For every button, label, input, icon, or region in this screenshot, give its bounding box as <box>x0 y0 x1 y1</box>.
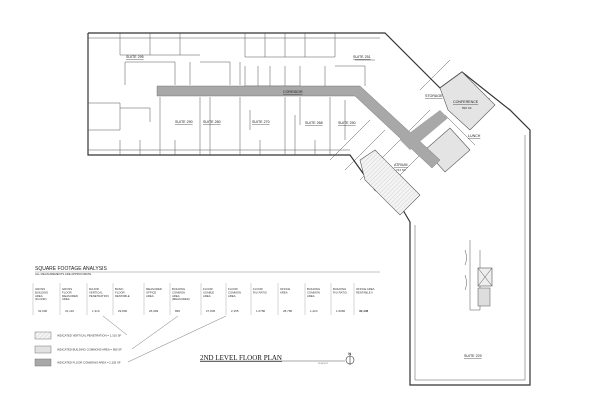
table-header: RENTABLE II <box>356 290 373 294</box>
legend-swatch-floor-commons <box>34 358 52 367</box>
interior-walls <box>88 33 493 311</box>
table-header: MEASURED <box>146 287 162 291</box>
table-header: AREA <box>228 294 236 298</box>
table-value: 31,110 <box>65 309 74 313</box>
table-header: BUILDING <box>333 287 346 291</box>
table-header: AREA <box>172 294 180 298</box>
table-value: 26,999 <box>149 309 159 313</box>
table-header: MAJOR <box>89 287 99 291</box>
legend-label: INDICATED FLOOR COMMONS AREA = 2,155 SF <box>57 361 121 365</box>
analysis-subtitle: ALL MEASUREMENTS ARE APPROXIMATE <box>35 272 91 276</box>
room-label-suite-290: SUITE 290 <box>175 120 193 124</box>
square-footage-analysis: SQUARE FOOTAGE ANALYSIS ALL MEASUREMENTS… <box>32 266 380 315</box>
table-header: BASIC <box>115 287 123 291</box>
north-arrow-icon: N <box>345 351 355 365</box>
legend-swatch-vertical-penetration <box>34 331 52 340</box>
legend-label: INDICATED BUILDING COMMONS AREA = 890 SF <box>57 348 122 352</box>
table-header: BUILDING <box>307 287 320 291</box>
legend-swatch-building-commons <box>34 345 52 354</box>
table-header: AREA <box>307 294 315 298</box>
table-header: FLOOR <box>253 287 263 291</box>
table-value: 1,224 <box>310 309 318 313</box>
table-header: FLOOR <box>228 287 238 291</box>
room-label-storage: STORAGE <box>425 94 443 98</box>
table-header: BUILDING <box>172 287 185 291</box>
table-header: FLOOR <box>62 290 72 294</box>
legend-label: INDICATED VERTICAL PENETRATION = 1,310 S… <box>57 334 121 338</box>
table-value: 1.0780 <box>256 309 266 313</box>
table-value: 32,000 <box>38 309 48 313</box>
legend: INDICATED VERTICAL PENETRATION = 1,310 S… <box>34 331 122 367</box>
analysis-table: GROSSBUILDINGAREA(FLOOR)32,000GROSSFLOOR… <box>32 283 375 315</box>
table-header: MEASURED <box>62 294 78 298</box>
table-value: 29,800 <box>118 309 128 313</box>
table-header: COMMON <box>307 290 320 294</box>
table-header: AREA <box>35 294 43 298</box>
room-label-suite-250: SUITE 250 <box>338 121 356 125</box>
plan-date: 10.30.2017 <box>318 363 329 365</box>
table-header: FLOOR <box>203 287 213 291</box>
room-label-suite-295: SUITE 295 <box>126 55 144 59</box>
table-value: 2,155 <box>231 309 239 313</box>
table-value: 1,310 <box>92 309 100 313</box>
table-header: USABLE <box>203 290 214 294</box>
table-header: R/U RATIO <box>253 290 268 294</box>
table-header: OFFICE AREA <box>356 287 375 291</box>
conference-area: 890 SF <box>462 106 472 110</box>
table-value: 30,448 <box>359 309 369 313</box>
table-header: OFFICE <box>280 287 290 291</box>
plan-title: 2ND LEVEL FLOOR PLAN <box>200 354 282 362</box>
table-header: FLOOR <box>115 290 125 294</box>
table-header: AREA <box>203 294 211 298</box>
conference-room <box>439 71 496 131</box>
table-header: PENETRATION <box>89 294 109 298</box>
table-header: (FLOOR) <box>35 297 47 301</box>
table-header: R/U RATIO <box>333 290 348 294</box>
table-header: RENTABLE <box>115 294 130 298</box>
table-value: 890 <box>175 309 180 313</box>
room-label-suite-270: SUITE 270 <box>252 120 270 124</box>
room-label-suite-268: SUITE 268 <box>305 121 323 125</box>
table-header: OFFICE <box>146 290 156 294</box>
table-header: GROSS <box>35 287 45 291</box>
table-header: BUILDING <box>35 290 48 294</box>
north-label: N <box>348 351 351 356</box>
room-label-suite-251: SUITE 251 <box>353 55 371 59</box>
table-value: 1.0960 <box>336 309 346 313</box>
table-header: AREA <box>62 297 70 301</box>
room-label-suite-280: SUITE 280 <box>203 120 221 124</box>
common-areas <box>156 71 496 216</box>
room-label-atrium: ATRIUM <box>394 163 408 167</box>
leader-lines <box>102 315 227 363</box>
table-header: AREA <box>280 290 288 294</box>
corridor-area <box>156 85 441 169</box>
title-block: 2ND LEVEL FLOOR PLAN 10.30.2017 N <box>200 351 355 365</box>
table-value: 28,786 <box>283 309 293 313</box>
analysis-title: SQUARE FOOTAGE ANALYSIS <box>35 266 107 272</box>
table-header: COMMON <box>228 290 241 294</box>
room-label-conference: CONFERENCE <box>453 100 479 104</box>
room-label-corridor: CORRIDOR <box>283 90 303 94</box>
lobby-corridor <box>400 110 448 150</box>
atrium-area <box>359 149 421 216</box>
table-header: COMMON <box>172 290 185 294</box>
table-value: 27,845 <box>206 309 216 313</box>
table-header: (MEASURED) <box>172 297 190 301</box>
atrium-area-value: 744 SF <box>396 168 406 172</box>
room-labels: SUITE 295 SUITE 251 CORRIDOR SUITE 290 S… <box>126 55 482 358</box>
table-header: GROSS <box>62 287 72 291</box>
table-header: VERTICAL <box>89 290 103 294</box>
room-label-suite-229: SUITE 229 <box>464 354 482 358</box>
stair <box>477 287 491 307</box>
table-header: AREA <box>146 294 154 298</box>
room-label-lunch: LUNCH <box>468 134 481 138</box>
